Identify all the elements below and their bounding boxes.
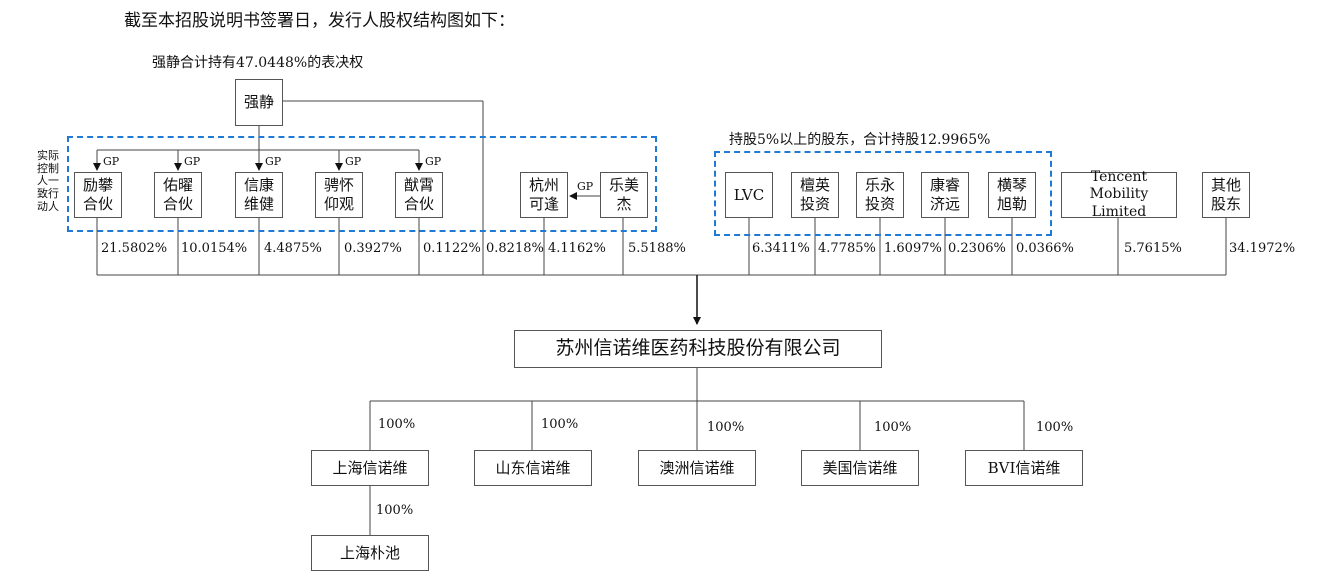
pct-youxiao: 0.1122% [423, 241, 481, 256]
page-heading: 截至本招股说明书签署日，发行人股权结构图如下： [124, 11, 515, 31]
pct-tencent: 5.7615% [1124, 241, 1182, 256]
pct-lemeijie: 5.5188% [628, 241, 686, 256]
sub-pct-bvi: 100% [1036, 420, 1074, 435]
concert-entity-youxiao: 猷霄 合伙 [395, 172, 443, 218]
subsidiary-australia: 澳洲信诺维 [638, 450, 756, 486]
holder-hangzhou-kefeng: 杭州 可逢 [520, 172, 568, 218]
subsidiary-shanghai: 上海信诺维 [311, 450, 429, 486]
gp-label-4: GP [345, 155, 362, 168]
sub-pct-shanghai: 100% [378, 417, 416, 432]
sub-pct-usa: 100% [874, 420, 912, 435]
holder-hengqin: 横琴 旭勒 [988, 172, 1036, 218]
holder-lvc: LVC [725, 172, 773, 218]
major-holders-group [714, 151, 1052, 236]
concert-party-group [67, 136, 657, 232]
gp-label-5: GP [425, 155, 442, 168]
pct-lipan: 21.5802% [101, 241, 168, 256]
subsidiary-usa: 美国信诺维 [801, 450, 919, 486]
gp-label-3: GP [265, 155, 282, 168]
concert-entity-xinkang: 信康 维健 [235, 172, 283, 218]
sub-pct-shandong: 100% [541, 417, 579, 432]
holder-tencent: Tencent Mobility Limited [1061, 169, 1177, 220]
pct-xinkang: 4.4875% [264, 241, 322, 256]
gp-label-2: GP [184, 155, 201, 168]
holder-kangrui: 康睿 济远 [921, 172, 969, 218]
concert-entity-lipan: 励攀 合伙 [74, 172, 122, 218]
pct-controller: 0.8218% [486, 241, 544, 256]
issuer-company: 苏州信诺维医药科技股份有限公司 [514, 330, 882, 368]
holder-tanying: 檀英 投资 [791, 172, 839, 218]
concert-entity-youyao: 佑曜 合伙 [154, 172, 202, 218]
pct-lvc: 6.3411% [752, 241, 810, 256]
pct-tanying: 4.7785% [818, 241, 876, 256]
pct-youyao: 10.0154% [181, 241, 248, 256]
holder-lemeijie: 乐美 杰 [600, 172, 648, 218]
subsidiary-bvi: BVI信诺维 [965, 450, 1083, 486]
concert-party-label: 实际控制人一致行动人 [37, 149, 59, 213]
pct-kangrui: 0.2306% [948, 241, 1006, 256]
pct-hengqin: 0.0366% [1016, 241, 1074, 256]
holder-others: 其他 股东 [1202, 172, 1250, 218]
controller-voting-note: 强静合计持有47.0448%的表决权 [152, 55, 364, 71]
controller-box: 强静 [235, 79, 283, 126]
sub-pct-australia: 100% [707, 420, 745, 435]
holder-leyong: 乐永 投资 [856, 172, 904, 218]
pct-hangzhou: 4.1162% [548, 241, 606, 256]
pct-chenghuai: 0.3927% [344, 241, 402, 256]
pct-leyong: 1.6097% [884, 241, 942, 256]
major-holders-note: 持股5%以上的股东，合计持股12.9965% [729, 132, 991, 148]
grandchild-pct: 100% [376, 503, 414, 518]
concert-entity-chenghuai: 骋怀 仰观 [315, 172, 363, 218]
pct-others: 34.1972% [1229, 241, 1296, 256]
grandchild-shanghai-puchi: 上海朴池 [311, 535, 429, 571]
subsidiary-shandong: 山东信诺维 [474, 450, 592, 486]
gp-label-lemeijie: GP [577, 180, 594, 193]
gp-label-1: GP [103, 155, 120, 168]
